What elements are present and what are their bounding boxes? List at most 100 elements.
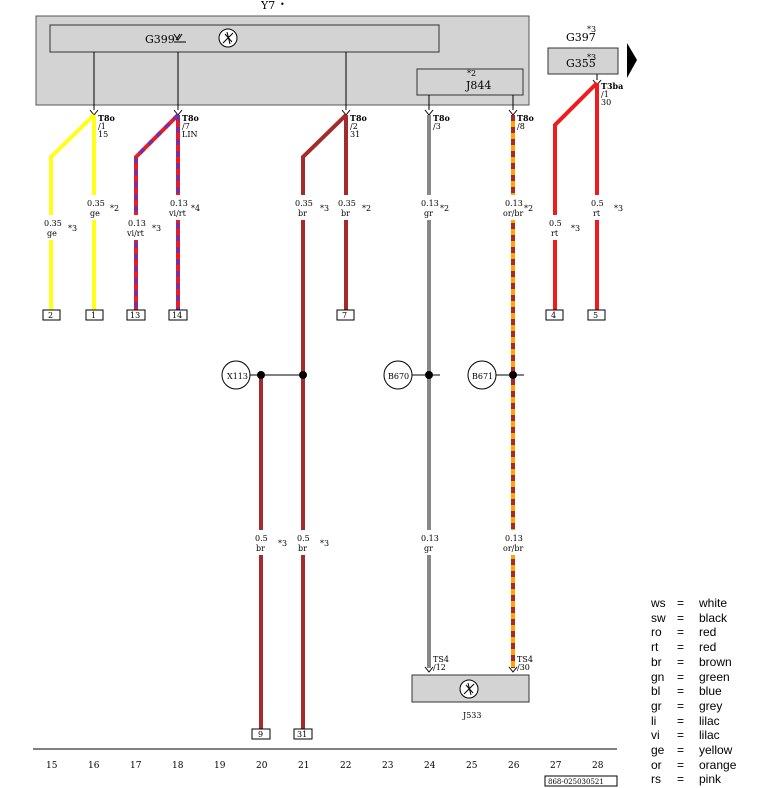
legend-row: vi=lilac (651, 728, 720, 743)
svg-text:LIN: LIN (182, 130, 197, 139)
internal-lines (93, 52, 514, 110)
junction-b670: B670 (388, 372, 409, 381)
svg-text:0.35: 0.35 (44, 219, 62, 228)
svg-text:br: br (256, 544, 265, 553)
legend-row: rt=red (651, 640, 717, 655)
legend-row: ro=red (651, 625, 717, 640)
svg-text:br: br (341, 209, 350, 218)
legend-row: ws=white (651, 596, 728, 610)
svg-text:0.13: 0.13 (128, 219, 146, 228)
motor-symbol-icon (459, 679, 479, 699)
svg-text:/12: /12 (433, 663, 446, 672)
svg-text:or/br: or/br (503, 544, 523, 553)
svg-text:/7: /7 (182, 122, 190, 131)
junction-x113: X113 (227, 372, 248, 381)
svg-text:28: 28 (592, 761, 604, 771)
wire-label-backgrounds (42, 195, 606, 555)
j533-component: TS4/12 TS4/30 J533 (411, 655, 533, 720)
svg-text:/1: /1 (601, 90, 609, 99)
svg-text:/3: /3 (433, 122, 441, 131)
svg-text:1: 1 (91, 311, 96, 320)
legend-row: sw=black (651, 610, 728, 625)
svg-text:0.13: 0.13 (505, 199, 523, 208)
svg-text:26: 26 (508, 761, 520, 771)
svg-text:TS4: TS4 (517, 655, 533, 664)
legend-row: li=lilac (651, 713, 720, 728)
connector-t8o-7: T8o (182, 113, 200, 123)
svg-text:30: 30 (601, 98, 611, 107)
svg-text:0.5: 0.5 (549, 219, 562, 228)
svg-text:ge: ge (90, 209, 100, 218)
svg-text:*2: *2 (440, 204, 449, 213)
legend-row: gr=grey (651, 698, 723, 713)
svg-text:0.5: 0.5 (591, 199, 604, 208)
svg-text:5: 5 (593, 311, 598, 320)
svg-text:*2: *2 (362, 204, 371, 213)
doc-number-box (544, 775, 618, 787)
j533-label: J533 (462, 711, 481, 720)
connector-t8o-8: T8o (517, 113, 535, 123)
svg-text:*3: *3 (614, 204, 623, 213)
g355-box (547, 47, 619, 75)
svg-text:19: 19 (214, 761, 226, 771)
svg-text:br: br (298, 209, 307, 218)
connector-t3ba-1: T3ba (601, 81, 623, 91)
y7-mark: • (280, 0, 285, 9)
wires-upper (49, 81, 599, 733)
legend-row: rs=pink (651, 772, 722, 787)
svg-text:0.13: 0.13 (421, 534, 439, 543)
svg-text:*2: *2 (110, 204, 119, 213)
svg-text:0.13: 0.13 (505, 534, 523, 543)
legend-row: br=brown (651, 654, 732, 669)
svg-text:0.13: 0.13 (421, 199, 439, 208)
g399-label: G399 (145, 33, 175, 46)
svg-text:*4: *4 (191, 204, 200, 213)
wire-vi-rt-13 (134, 113, 180, 313)
svg-text:*3: *3 (571, 224, 580, 233)
g397-label: G397 (566, 31, 596, 44)
legend-row: gn=green (651, 669, 730, 684)
svg-text:gr: gr (424, 209, 433, 218)
j844-label: J844 (465, 79, 491, 92)
j844-note: *2 (467, 69, 476, 78)
svg-text:0.35: 0.35 (338, 199, 356, 208)
svg-text:9: 9 (258, 730, 263, 739)
svg-text:0.13: 0.13 (170, 199, 188, 208)
connector-labels: T8o /1 15 T8o /7 LIN T8o /2 31 T8o /3 T8… (98, 81, 623, 139)
svg-text:rt: rt (551, 229, 559, 238)
svg-text:/2: /2 (350, 122, 358, 131)
svg-text:4: 4 (551, 311, 556, 320)
connector-t8o-3: T8o (433, 113, 451, 123)
svg-text:15: 15 (98, 130, 108, 139)
svg-text:*2: *2 (524, 204, 533, 213)
connector-t8o-1: T8o (98, 113, 116, 123)
svg-text:/8: /8 (517, 122, 525, 131)
continuation-arrow-icon (627, 43, 637, 78)
svg-text:15: 15 (46, 761, 58, 771)
terminals-upper: 2 1 13 14 7 4 5 (42, 309, 606, 321)
svg-text:0.35: 0.35 (87, 199, 105, 208)
svg-text:23: 23 (382, 761, 394, 771)
svg-text:TS4: TS4 (433, 655, 449, 664)
terminals-lower: 9 31 (251, 728, 313, 740)
svg-text:vi/rt: vi/rt (168, 209, 187, 218)
svg-text:*3: *3 (320, 204, 329, 213)
doc-number: 868-025030521 (548, 778, 604, 786)
legend-row: or=orange (651, 757, 737, 772)
svg-text:or/br: or/br (503, 209, 523, 218)
svg-text:*3: *3 (152, 224, 161, 233)
svg-text:ge: ge (47, 229, 57, 238)
svg-text:br: br (298, 544, 307, 553)
svg-text:*3: *3 (68, 224, 77, 233)
svg-text:17: 17 (130, 761, 142, 771)
svg-text:/30: /30 (517, 663, 530, 672)
sensor-icon (173, 33, 186, 43)
legend-row: ge=yellow (651, 743, 733, 758)
legend-row: bl=blue (651, 684, 722, 699)
g397-note: *3 (587, 25, 596, 34)
svg-text:31: 31 (297, 730, 307, 739)
connector-t8o-2: T8o (350, 113, 368, 123)
g399-box (49, 24, 440, 53)
